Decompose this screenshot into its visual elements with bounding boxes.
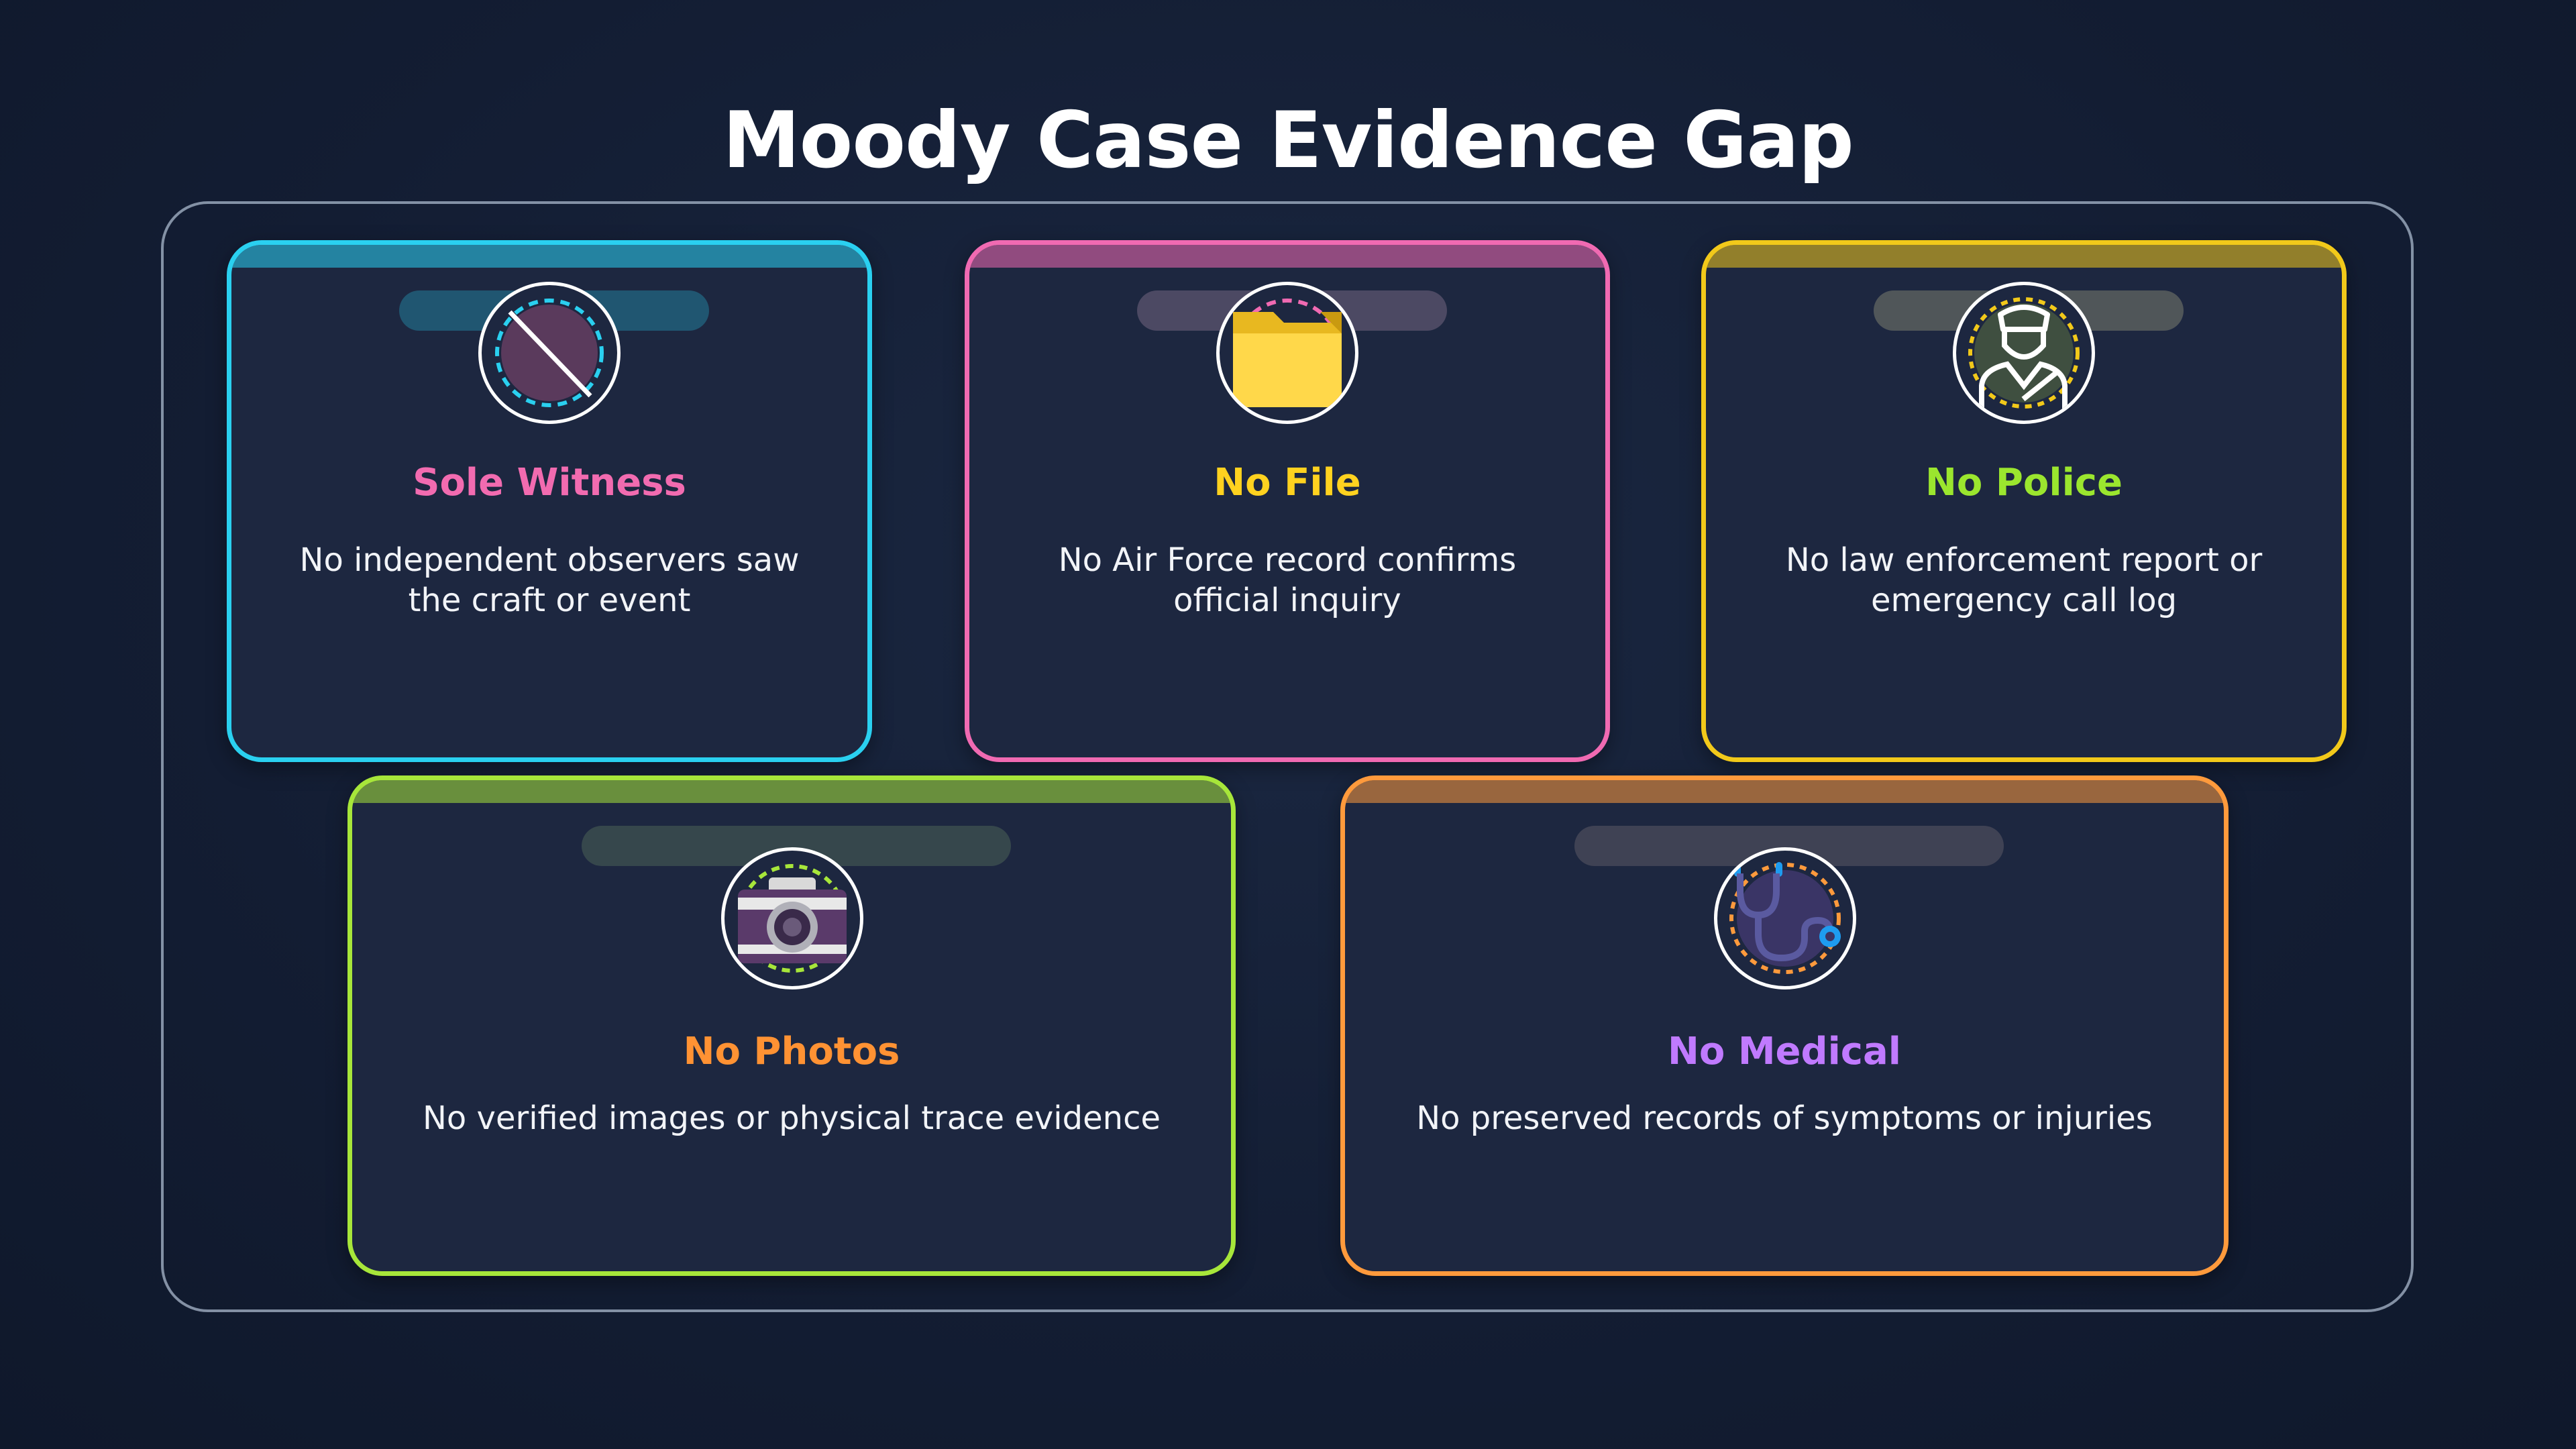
card-heading: No Medical — [1667, 1030, 1901, 1073]
card-description: No Air Force record confirms official in… — [1058, 541, 1517, 619]
card-description: No independent observers saw the craft o… — [299, 541, 800, 619]
card-no-photos: No Photos No verified images or physical… — [347, 775, 1236, 1276]
card-heading: No File — [1214, 461, 1361, 504]
page-title: Moody Case Evidence Gap — [722, 95, 1854, 186]
card-sole-witness: Sole Witness No independent observers sa… — [227, 240, 872, 762]
card-top-bar — [231, 245, 867, 268]
card-description: No preserved records of symptoms or inju… — [1416, 1099, 2153, 1137]
card-top-bar — [1706, 245, 2342, 268]
stethoscope-icon — [1714, 847, 1856, 989]
card-heading: No Photos — [683, 1030, 900, 1073]
card-no-file: No File No Air Force record confirms off… — [965, 240, 1610, 762]
camera-icon — [721, 847, 863, 989]
content-frame — [161, 201, 2414, 1312]
card-description: No verified images or physical trace evi… — [423, 1099, 1161, 1137]
card-heading: No Police — [1925, 461, 2123, 504]
police-officer-icon — [1953, 282, 2095, 424]
card-description: No law enforcement report or emergency c… — [1785, 541, 2263, 619]
card-no-medical: No Medical No preserved records of sympt… — [1340, 775, 2229, 1276]
card-no-police: No Police No law enforcement report or e… — [1701, 240, 2347, 762]
card-top-bar — [969, 245, 1605, 268]
folder-icon — [1216, 282, 1358, 424]
card-heading: Sole Witness — [413, 461, 686, 504]
card-top-bar — [1345, 780, 2224, 803]
no-witness-icon — [478, 282, 621, 424]
card-top-bar — [352, 780, 1231, 803]
